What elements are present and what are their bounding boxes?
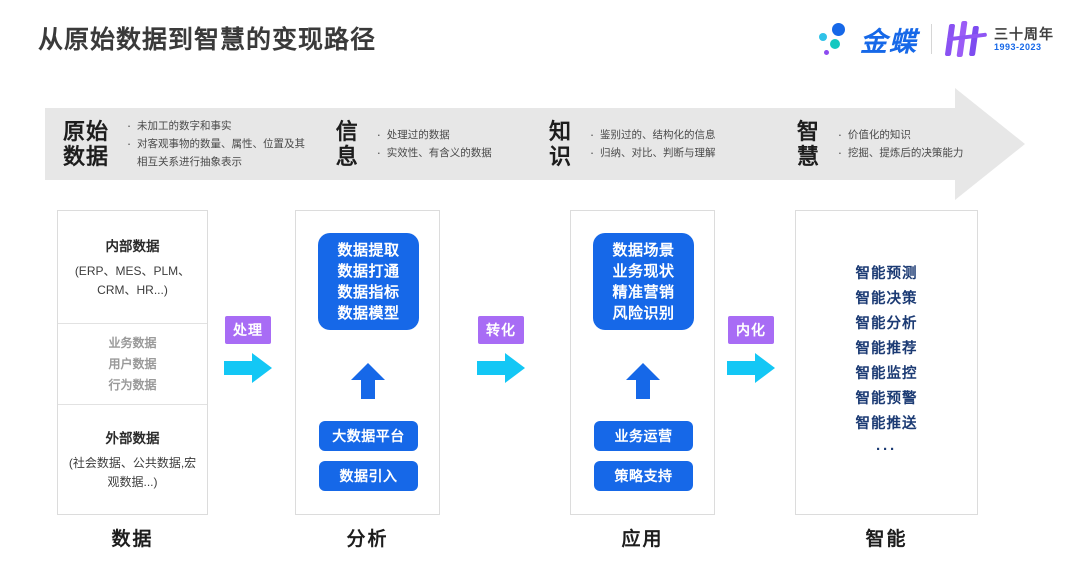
section-internal-title: 内部数据	[105, 238, 160, 254]
anniversary-mark-icon	[944, 19, 988, 59]
logo-divider	[931, 24, 932, 54]
card-line: 数据打通	[337, 262, 400, 280]
banner-key-wisdom: 智 慧	[796, 119, 820, 169]
column-intelligence: 智能预测 智能决策 智能分析 智能推荐 智能监控 智能预警 智能推送 ···	[795, 210, 978, 515]
connector-badge-process: 处理	[225, 316, 271, 344]
bullet-dot-icon: ·	[376, 145, 381, 160]
bullet-dot-icon: ·	[837, 127, 843, 142]
list-item: 智能推送	[855, 416, 918, 432]
logo-dots-icon	[816, 20, 856, 58]
banner-key-raw-data: 原始 数据	[63, 119, 110, 169]
application-button-operations[interactable]: 业务运营	[594, 421, 693, 451]
section-external-subtitle: (社会数据、公共数据,宏观数据...)	[68, 456, 197, 489]
list-item: 智能监控	[855, 366, 918, 382]
anniversary-years: 1993-2023	[994, 41, 1042, 52]
application-button-strategy[interactable]: 策略支持	[594, 461, 693, 491]
connector-badge-internalize: 内化	[728, 316, 774, 344]
banner-bullets-wisdom: · 价值化的知识 · 挖掘、提炼后的决策能力	[832, 126, 964, 162]
list-item: 业务数据	[108, 335, 157, 350]
bullet-dot-icon: ·	[126, 118, 132, 133]
bullet-dot-icon: ·	[589, 127, 595, 142]
banner-bullets-raw-data: · 未加工的数字和事实 · 对客观事物的数量、属性、位置及其相互关系进行抽象表示	[121, 117, 315, 171]
right-arrow-icon	[727, 353, 775, 388]
stage-label-data: 数据	[111, 529, 154, 550]
banner-bullets-knowledge: · 鉴别过的、结构化的信息 · 归纳、对比、判断与理解	[584, 126, 716, 162]
bullet-dot-icon: ·	[376, 127, 381, 142]
right-arrow-icon	[477, 353, 525, 388]
anniversary-label: 三十周年	[994, 25, 1054, 42]
card-line: 数据模型	[337, 304, 400, 322]
kingdee-logo: 金蝶 三十周年 1993-2023	[816, 18, 1054, 60]
banner-segment-information: 信 息 · 处理过的数据 · 实效性、有含义的数据	[336, 88, 549, 200]
brand-name: 金蝶	[860, 26, 918, 57]
banner-bullets-information: · 处理过的数据 · 实效性、有含义的数据	[371, 126, 492, 162]
section-external-title: 外部数据	[105, 431, 160, 446]
column-analysis: 数据提取 数据打通 数据指标 数据模型 大数据平台 数据引入	[295, 210, 440, 515]
list-ellipsis: ···	[876, 441, 897, 458]
section-internal-subtitle: (ERP、MES、PLM、CRM、HR...)	[74, 263, 191, 297]
analysis-button-platform[interactable]: 大数据平台	[319, 421, 418, 451]
banner-key-information: 信 息	[335, 119, 359, 169]
card-line: 业务现状	[612, 262, 675, 280]
list-item: 智能预警	[855, 391, 918, 407]
stage-label-application: 应用	[621, 529, 664, 550]
banner-segment-raw-data: 原始 数据 · 未加工的数字和事实 · 对客观事物的数量、属性、位置及其相互关系…	[45, 88, 336, 200]
section-internal-data: 内部数据 (ERP、MES、PLM、CRM、HR...)	[58, 211, 207, 323]
card-line: 风险识别	[612, 304, 675, 322]
list-item: 智能决策	[855, 291, 918, 307]
intelligence-list: 智能预测 智能决策 智能分析 智能推荐 智能监控 智能预警 智能推送 ···	[796, 211, 977, 514]
list-item: 智能预测	[855, 266, 918, 282]
bullet-dot-icon: ·	[589, 145, 595, 160]
bullet-dot-icon: ·	[126, 136, 132, 151]
stage-label-intelligence: 智能	[865, 529, 908, 550]
bullet-dot-icon: ·	[837, 145, 843, 160]
connector-badge-transform: 转化	[478, 316, 524, 344]
application-card[interactable]: 数据场景 业务现状 精准营销 风险识别	[593, 233, 694, 330]
list-item: 行为数据	[108, 377, 157, 392]
column-application: 数据场景 业务现状 精准营销 风险识别 业务运营 策略支持	[570, 210, 715, 515]
anniversary-text: 三十周年 1993-2023	[994, 26, 1054, 53]
right-arrow-icon	[224, 353, 272, 388]
card-line: 数据场景	[612, 241, 675, 259]
connector-transform: 转化	[477, 316, 525, 388]
list-item: 智能分析	[855, 316, 918, 332]
column-data: 内部数据 (ERP、MES、PLM、CRM、HR...) 业务数据 用户数据 行…	[57, 210, 208, 515]
page-title: 从原始数据到智慧的变现路径	[38, 26, 377, 54]
card-line: 数据提取	[337, 241, 400, 259]
list-item: 智能推荐	[855, 341, 918, 357]
stage-label-analysis: 分析	[346, 529, 389, 550]
card-line: 精准营销	[612, 283, 675, 301]
list-item: 用户数据	[108, 356, 157, 371]
section-data-types: 业务数据 用户数据 行为数据	[58, 323, 207, 405]
card-line: 数据指标	[337, 283, 400, 301]
banner-key-knowledge: 知 识	[548, 119, 572, 169]
dikw-banner-content: 原始 数据 · 未加工的数字和事实 · 对客观事物的数量、属性、位置及其相互关系…	[45, 88, 1025, 200]
connector-internalize: 内化	[727, 316, 775, 388]
analysis-button-ingest[interactable]: 数据引入	[319, 461, 418, 491]
connector-process: 处理	[224, 316, 272, 388]
section-external-data: 外部数据 (社会数据、公共数据,宏观数据...)	[58, 405, 207, 514]
analysis-card[interactable]: 数据提取 数据打通 数据指标 数据模型	[318, 233, 419, 330]
banner-segment-wisdom: 智 慧 · 价值化的知识 · 挖掘、提炼后的决策能力	[797, 88, 1025, 200]
banner-segment-knowledge: 知 识 · 鉴别过的、结构化的信息 · 归纳、对比、判断与理解	[549, 88, 797, 200]
